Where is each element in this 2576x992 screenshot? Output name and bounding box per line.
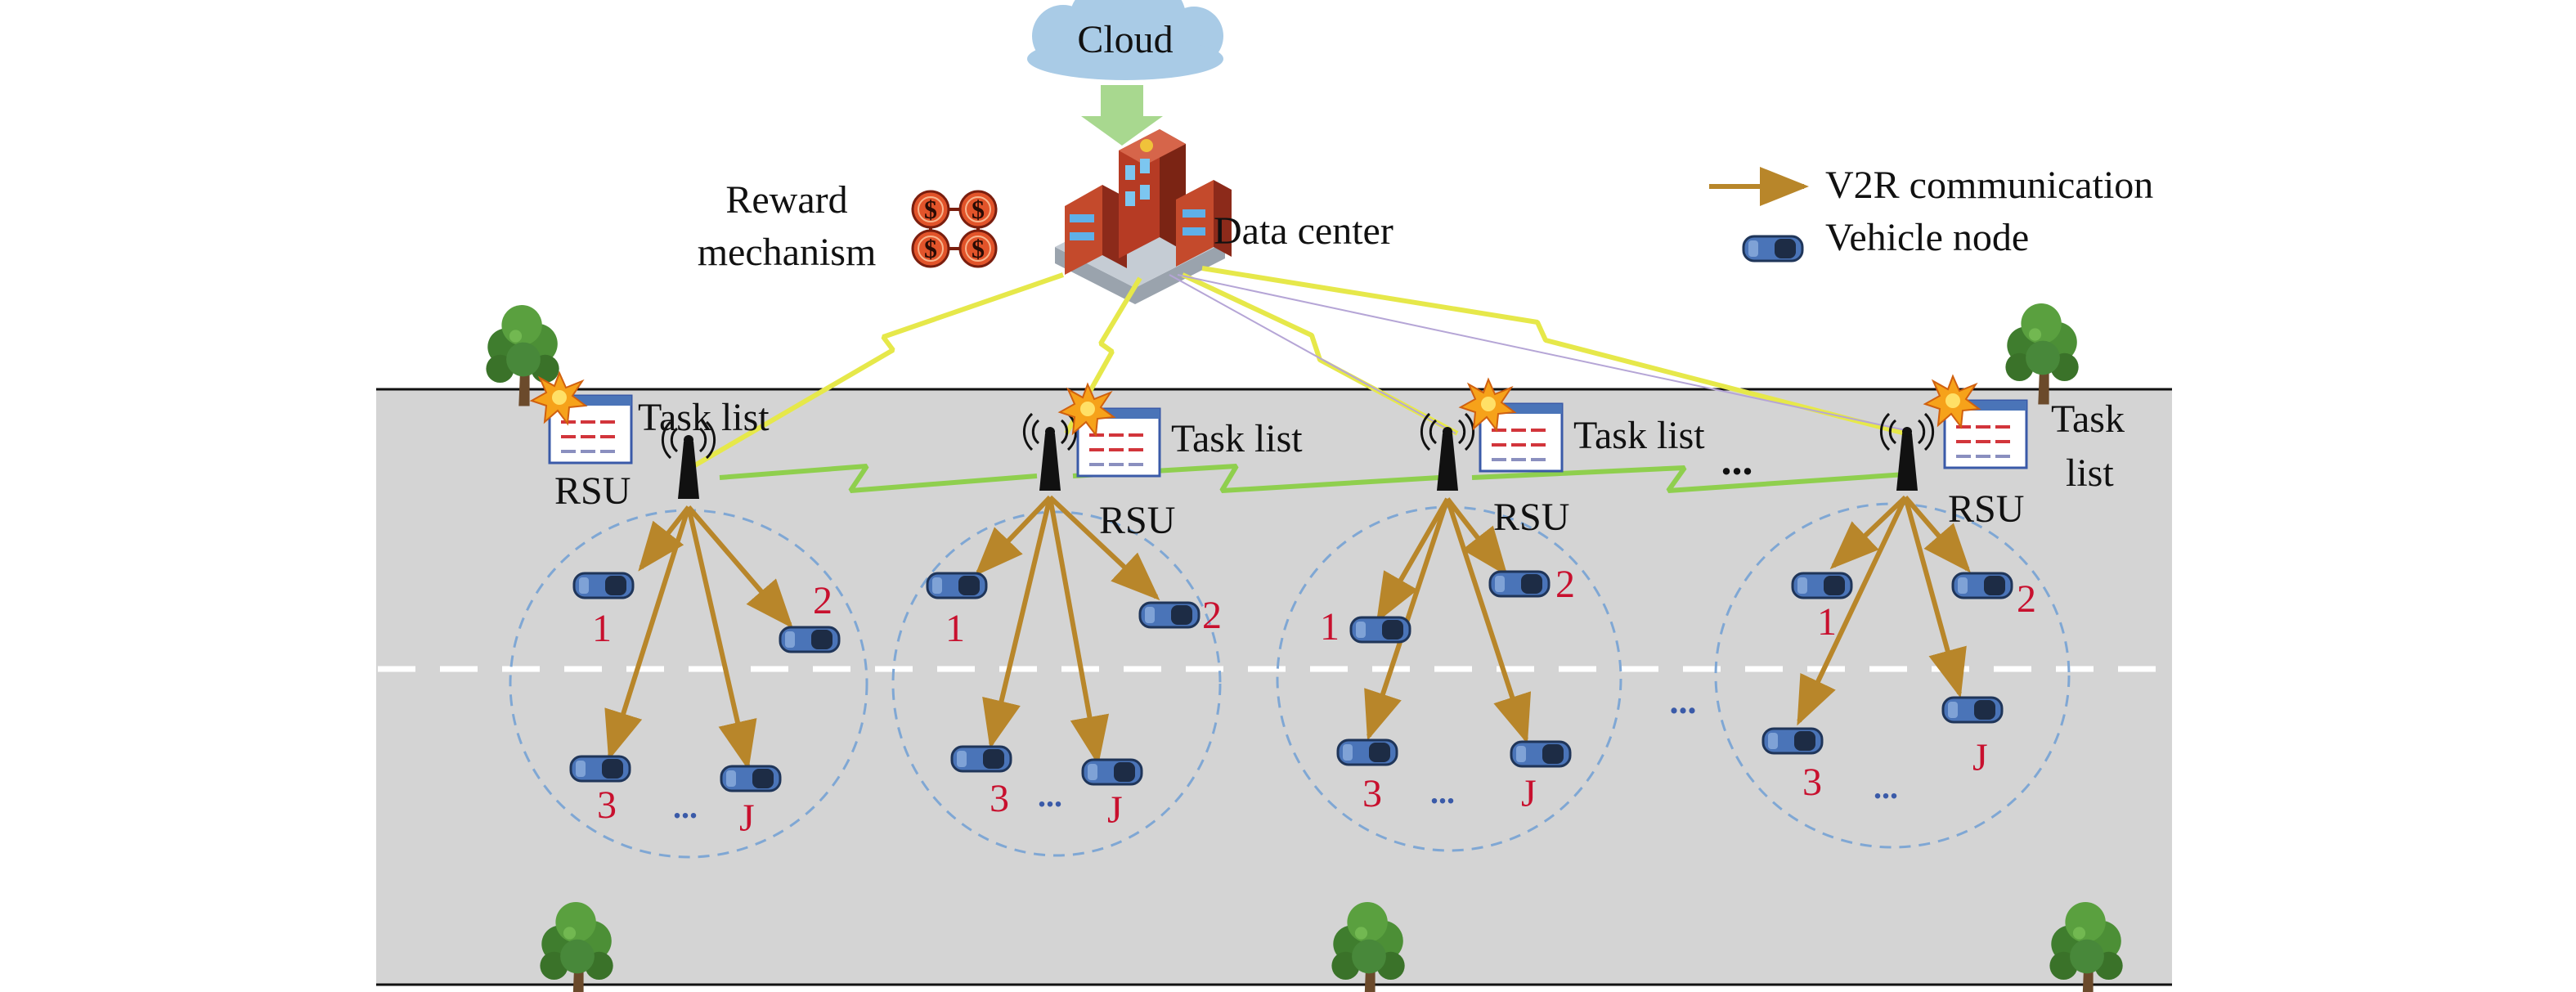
thin-link — [1169, 274, 1456, 434]
legend-vehicle-label: Vehicle node — [1825, 216, 2029, 259]
vehicle-icon — [1081, 758, 1143, 786]
v2r-arrow — [1376, 497, 1450, 623]
lightning-link — [692, 272, 1064, 469]
vehicle-icon — [1791, 572, 1853, 599]
vehicle-icon — [1951, 572, 2013, 599]
v2r-arrow — [1903, 496, 1967, 698]
vehicle-icon — [572, 572, 635, 599]
vehicle-icon — [779, 626, 841, 653]
task-list-label-line1: Task — [2051, 397, 2125, 441]
v2r-arrow — [1903, 496, 1971, 573]
data-center-icon — [1055, 129, 1232, 304]
rsu-cell: Task list RSU 1 2 3 J ... — [1276, 379, 1705, 852]
v2r-arrow — [638, 505, 691, 572]
rsu-ellipsis: ... — [1721, 438, 1753, 484]
thin-link — [1177, 274, 1906, 431]
vehicle-label: 2 — [2017, 577, 2036, 621]
legend-v2r-label: V2R communication — [1825, 164, 2153, 207]
v2r-arrow — [686, 505, 793, 629]
coin-symbol: $ — [924, 195, 937, 224]
v2r-arrow — [1797, 496, 1908, 726]
coin-symbol: $ — [972, 234, 985, 263]
vehicle-icon — [1336, 738, 1398, 766]
vehicle-label: 2 — [1555, 563, 1575, 606]
lightning-link — [719, 464, 1038, 493]
legend-vehicle-icon — [1742, 235, 1804, 263]
vehicle-label: 3 — [990, 777, 1009, 820]
vehicle-ellipsis: ... — [673, 788, 698, 825]
v2r-arrow — [1364, 498, 1450, 741]
vehicle-label: J — [1972, 736, 1988, 779]
coin-symbol: $ — [972, 195, 985, 224]
coverage-circle — [891, 510, 1222, 857]
vehicle-icon — [569, 755, 631, 783]
cell-ellipsis: ... — [1670, 681, 1697, 721]
rsu-cell: Task list RSU 1 2 3 J ... — [1714, 375, 2125, 849]
vehicle-icon — [1761, 727, 1824, 755]
vehicle-icon — [720, 765, 782, 792]
down-arrow — [1081, 85, 1163, 146]
v2r-arrow — [1048, 496, 1110, 765]
rsu-cell: Task list RSU 1 2 3 J ... — [891, 384, 1303, 857]
v2r-arrow — [1048, 495, 1160, 601]
lightning-link — [1201, 266, 1906, 436]
task-list-label: Task list — [1573, 414, 1705, 457]
vehicle-label: J — [1107, 788, 1123, 832]
vehicle-label: 2 — [1202, 594, 1222, 637]
vehicle-label: 3 — [1362, 772, 1382, 815]
reward-label-line1: Reward — [725, 178, 847, 222]
vehicle-label: 1 — [945, 607, 965, 650]
vehicle-label: J — [739, 797, 755, 840]
v2r-arrow — [1445, 497, 1508, 577]
lightning-link — [1471, 465, 1906, 493]
vehicle-icon — [926, 572, 988, 599]
vehicle-icon — [950, 745, 1012, 773]
cloud-icon — [1027, 0, 1223, 80]
v2r-arrow — [982, 496, 1052, 749]
vehicle-ellipsis: ... — [1038, 777, 1062, 814]
rsu-cell: Task list RSU 1 2 3 J ... — [509, 372, 868, 859]
vehicle-icon — [1138, 601, 1200, 629]
v2r-arrow — [1445, 498, 1532, 744]
task-list-label-line2: list — [2066, 451, 2114, 495]
vehicle-icon — [1941, 696, 2004, 724]
task-list-label: Task list — [638, 396, 770, 439]
rsu-label: RSU — [1099, 499, 1175, 542]
backhaul-links — [692, 266, 1906, 469]
v2r-arrow — [604, 506, 691, 761]
cloud-label: Cloud — [1077, 18, 1173, 61]
v2r-arrow — [686, 506, 757, 770]
vehicle-label: 1 — [1817, 600, 1837, 644]
coin-symbol: $ — [924, 234, 937, 263]
vehicle-label: 2 — [813, 579, 832, 622]
vehicle-icon — [1349, 616, 1411, 644]
vehicle-label: 3 — [1802, 761, 1822, 804]
v2r-arrow — [1829, 495, 1908, 570]
vehicle-icon — [1488, 570, 1551, 598]
vehicle-ellipsis: ... — [1430, 774, 1455, 810]
data-center-label: Data center — [1214, 209, 1393, 253]
vehicle-label: J — [1521, 772, 1537, 815]
vehicle-icon — [1510, 740, 1572, 768]
rsu-label: RSU — [1493, 496, 1569, 539]
coins-icon — [911, 190, 998, 268]
vehicle-label: 1 — [592, 607, 612, 650]
rsu-label: RSU — [554, 469, 631, 513]
vehicle-ellipsis: ... — [1874, 769, 1898, 806]
vehicle-label: 3 — [597, 783, 617, 827]
vehicle-label: 1 — [1320, 605, 1340, 649]
rsu-label: RSU — [1948, 487, 2024, 531]
reward-label-line2: mechanism — [698, 231, 877, 274]
coverage-circle — [1714, 502, 2071, 849]
v2r-arrow — [974, 495, 1052, 577]
legend: V2R communication Vehicle node — [1709, 164, 2153, 263]
task-list-label: Task list — [1171, 417, 1303, 460]
